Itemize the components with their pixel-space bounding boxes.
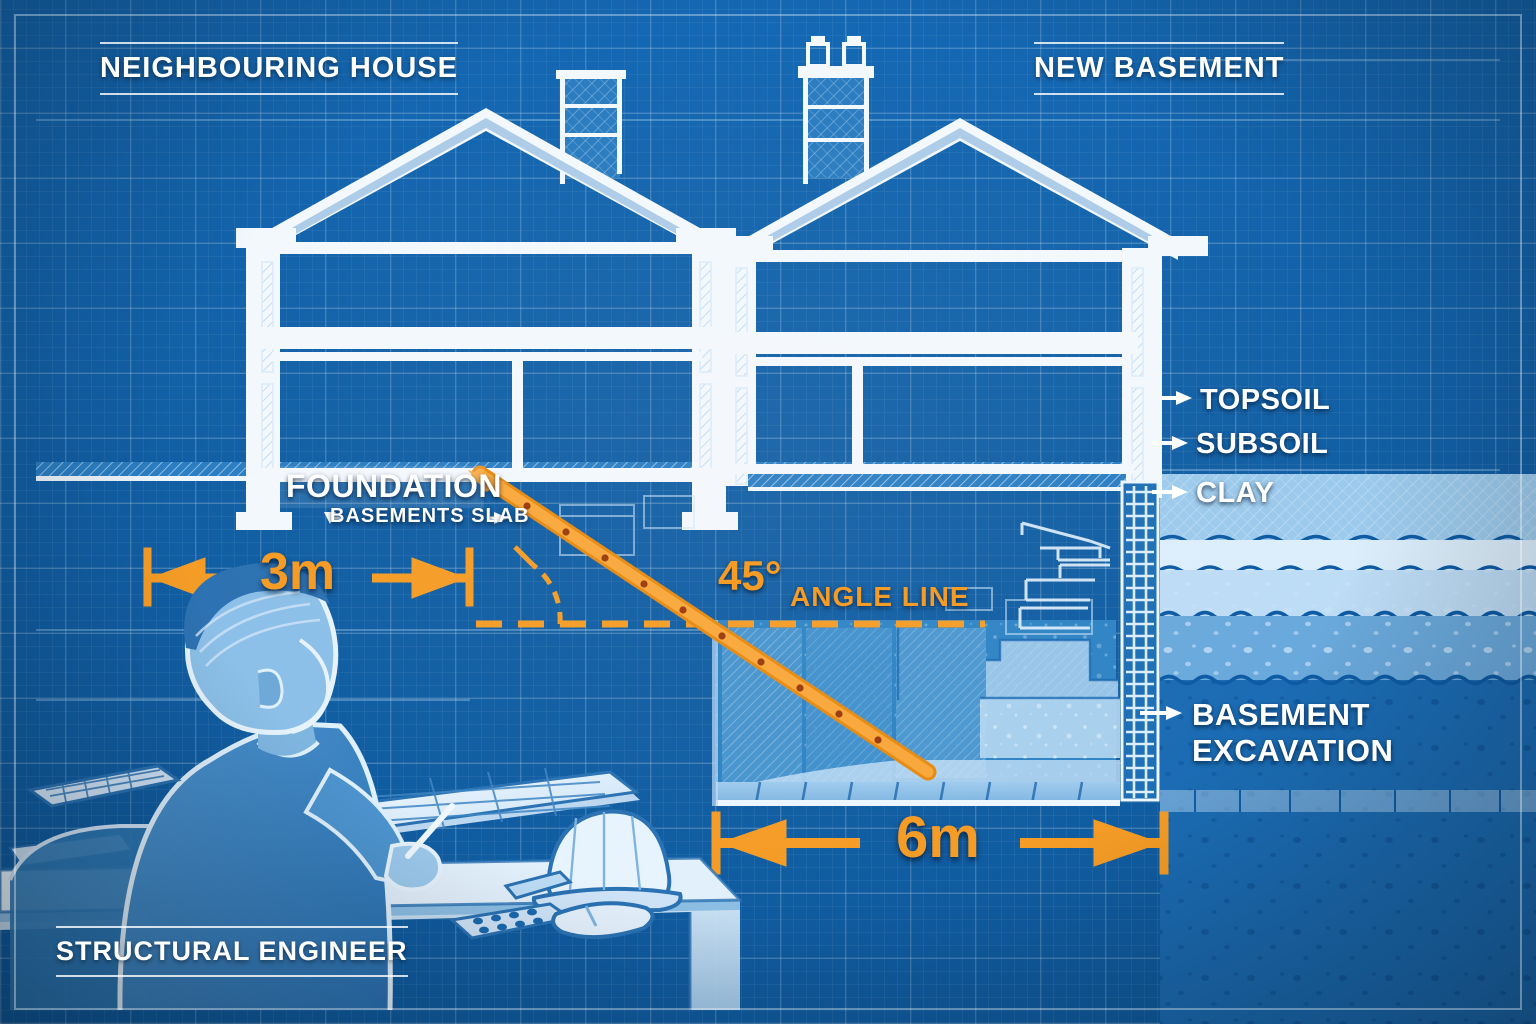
label-structural-engineer: STRUCTURAL ENGINEER	[56, 926, 408, 977]
dimension-3m	[143, 547, 474, 607]
label-topsoil: TOPSOIL	[1200, 384, 1331, 416]
dimension-label-3m: 3m	[260, 543, 336, 601]
label-basements-slab: BASEMENTS SLAB	[330, 505, 530, 527]
dimension-6m	[711, 811, 1169, 875]
keyboard-icon	[26, 764, 182, 808]
label-subsoil: SUBSOIL	[1196, 428, 1329, 460]
phone-icon	[503, 870, 573, 900]
soil-strata	[1158, 474, 1536, 1024]
basement-excavation	[712, 620, 1120, 806]
title-neighbouring-house: NEIGHBOURING HOUSE	[100, 42, 458, 95]
label-clay: CLAY	[1196, 477, 1275, 509]
hard-hat-icon	[531, 809, 683, 915]
foundation-label-plate	[272, 466, 484, 508]
dimension-label-6m: 6m	[896, 805, 980, 870]
mouse-icon	[551, 901, 655, 940]
angle-line-45	[468, 465, 985, 781]
retaining-wall	[1120, 480, 1160, 802]
callout-arrows	[324, 391, 1192, 720]
chimney-icon	[556, 70, 626, 184]
chimney-icon	[798, 36, 874, 184]
label-basement-excavation-line1: BASEMENT	[1192, 697, 1370, 732]
title-new-basement: NEW BASEMENT	[1034, 42, 1285, 95]
label-angle-value: 45°	[718, 552, 782, 599]
stairs-icon	[1018, 521, 1111, 630]
new-basement-house	[713, 36, 1208, 498]
engineer-person	[117, 563, 455, 1011]
label-foundation: FOUNDATION	[286, 468, 502, 504]
label-angle-line: ANGLE LINE	[790, 581, 970, 612]
label-basement-excavation-line2: EXCAVATION	[1192, 733, 1394, 768]
